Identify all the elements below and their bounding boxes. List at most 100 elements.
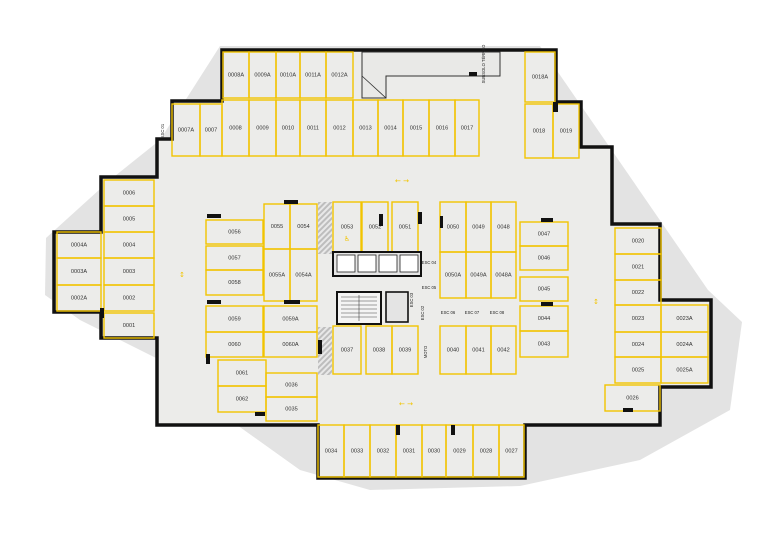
parking-spaces: 000100020002A00030003A00040004A000500060… [56,51,709,478]
parking-space-label: 0024 [632,342,644,348]
parking-space-label: 0058 [228,280,240,286]
pillar [100,308,104,318]
parking-space-0060A[interactable]: 0060A [263,331,318,358]
parking-space-0012A[interactable]: 0012A [325,51,354,99]
parking-space-label: 0050 [447,224,459,230]
parking-space-outline [263,248,291,302]
parking-space-0050A[interactable]: 0050A [439,251,467,299]
esc07-label: ESC 07 [465,310,480,315]
pillar [379,214,383,226]
parking-space-label: 0007A [178,127,194,133]
parking-space-label: 0018A [532,74,548,80]
parking-space-label: 0001 [123,323,135,329]
parking-space-label: 0021 [632,264,644,270]
esc03-label: ESC 03 [409,292,414,307]
stair-steps [341,295,377,321]
pillar [440,216,443,228]
parking-space-0004A[interactable]: 0004A [56,231,102,259]
ramp-line [361,75,387,99]
parking-space-label: 0010A [280,72,296,78]
parking-space-label: 0034 [325,448,337,454]
parking-space-outline [56,231,102,259]
parking-space-outline [205,331,264,358]
esc05-label: ESC 05 [422,285,437,290]
parking-space-outline [217,385,267,413]
parking-space-0062[interactable]: 0062 [217,385,267,413]
ramp-label: SUBSOLO TÉRREO [481,44,486,84]
parking-space-0025A[interactable]: 0025A [660,356,709,384]
parking-space-label: 0025A [676,367,692,373]
parking-space-label: 0048A [495,272,511,278]
parking-space-label: 0035 [285,406,297,412]
arrow-right: ↕ [593,298,599,306]
esc02-label: ESC 02 [420,305,425,320]
parking-space-0042[interactable]: 0042 [490,325,517,375]
parking-space-label: 0017 [461,125,473,131]
parking-space-outline [317,424,345,478]
elevator-3 [378,254,398,273]
parking-space-label: 0059 [228,316,240,322]
parking-space-0039[interactable]: 0039 [391,325,419,375]
parking-space-label: 0055A [269,272,285,278]
parking-space-0056[interactable]: 0056 [205,219,264,245]
pillar [451,425,455,435]
parking-space-0037[interactable]: 0037 [332,325,362,375]
pillar [207,214,221,218]
parking-space-label: 0029 [453,448,465,454]
parking-space-outline [205,219,264,245]
parking-space-label: 0032 [377,448,389,454]
parking-space-0034[interactable]: 0034 [317,424,345,478]
parking-space-0019[interactable]: 0019 [552,103,580,159]
ramp [361,51,501,99]
parking-space-0001[interactable]: 0001 [103,312,155,339]
parking-space-label: 0015 [410,125,422,131]
parking-space-label: 0005 [123,216,135,222]
parking-space-label: 0020 [632,238,644,244]
parking-space-label: 0003 [123,269,135,275]
esc08-label: ESC 08 [490,310,505,315]
parking-space-label: 0022 [632,290,644,296]
parking-space-outline [103,179,155,207]
parking-space-label: 0033 [351,448,363,454]
parking-space-label: 0059A [282,316,298,322]
parking-space-label: 0011A [305,72,321,78]
parking-space-outline [524,51,556,103]
parking-space-label: 0044 [538,316,550,322]
parking-space-label: 0019 [560,128,572,134]
parking-space-0055A[interactable]: 0055A [263,248,291,302]
parking-space-outline [439,251,467,299]
pillar [541,302,553,306]
esc06-label: ESC 06 [441,310,456,315]
pillar [623,408,633,412]
parking-space-label: 0037 [341,347,353,353]
parking-space-0006[interactable]: 0006 [103,179,155,207]
parking-space-label: 0023A [676,316,692,322]
accessible-icon: ♿ [344,235,350,243]
moto-label: MOTO [423,345,428,358]
parking-space-outline [519,276,569,302]
parking-space-0045[interactable]: 0045 [519,276,569,302]
parking-space-label: 0060A [282,342,298,348]
pillar [255,412,265,416]
parking-space-0007A[interactable]: 0007A [171,103,201,157]
parking-space-label: 0009A [254,72,270,78]
parking-space-label: 0002 [123,295,135,301]
parking-space-label: 0054 [297,224,309,230]
parking-space-label: 0049A [470,272,486,278]
parking-space-label: 0053 [341,224,353,230]
pillar [418,212,422,224]
parking-space-0018A[interactable]: 0018A [524,51,556,103]
parking-space-0017[interactable]: 0017 [454,99,480,157]
parking-space-label: 0014 [384,125,396,131]
parking-space-label: 0030 [428,448,440,454]
parking-space-0058[interactable]: 0058 [205,269,264,296]
parking-space-label: 0061 [236,370,248,376]
esc04-label: ESC 04 [422,260,437,265]
elevator-4 [399,254,419,273]
parking-space-label: 0045 [538,286,550,292]
parking-space-label: 0040 [447,347,459,353]
elevator-2 [357,254,377,273]
parking-space-0060[interactable]: 0060 [205,331,264,358]
parking-space-label: 0036 [285,382,297,388]
